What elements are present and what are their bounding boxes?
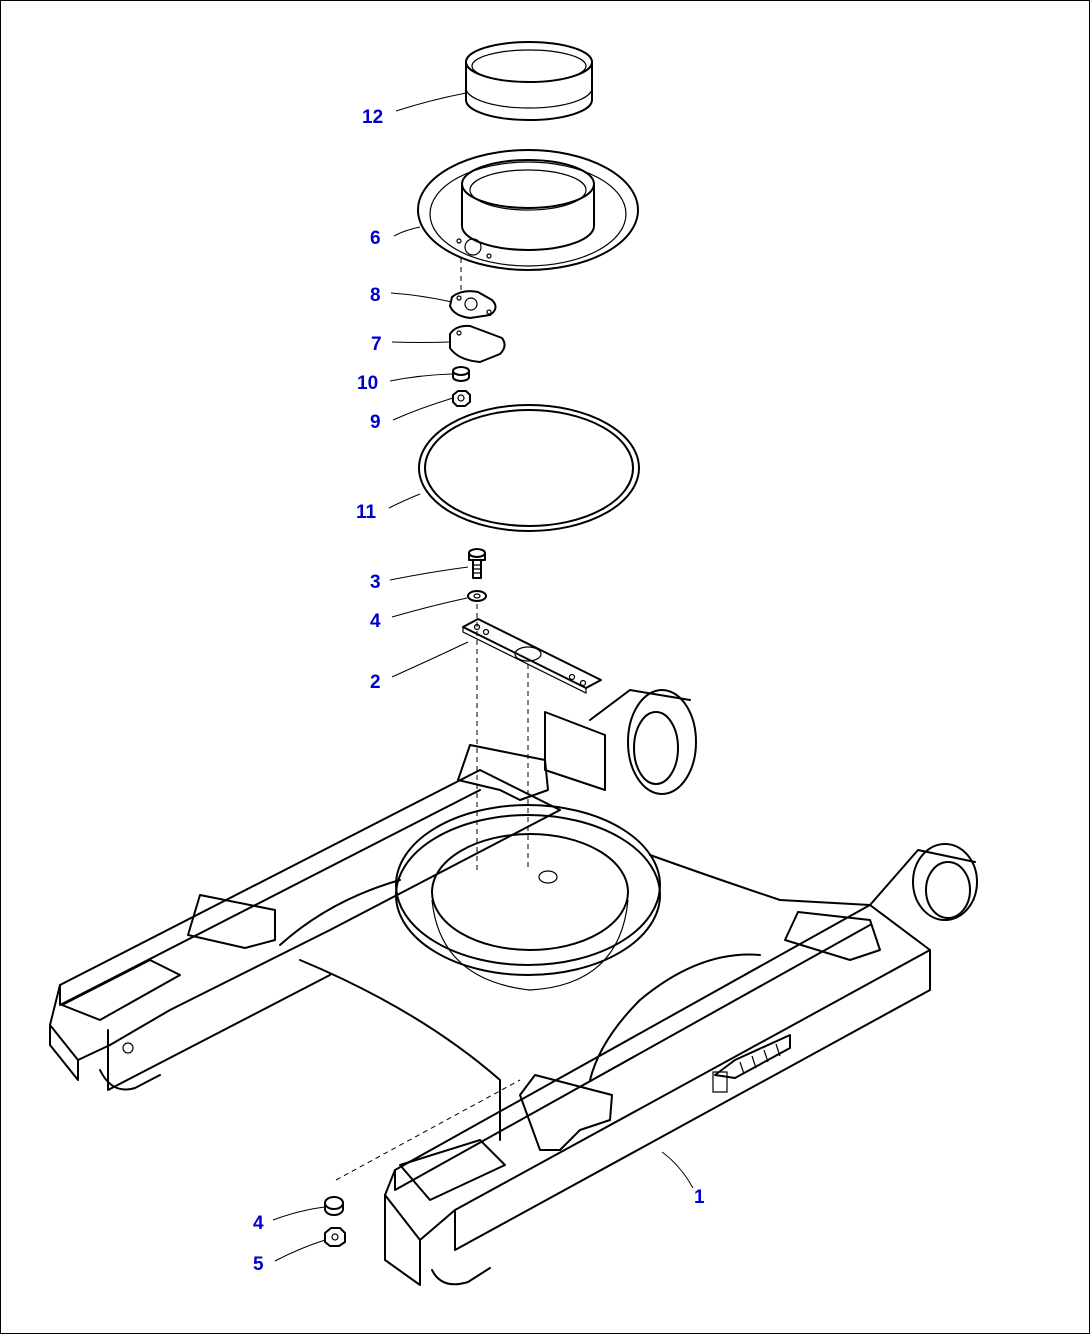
callout-12: 12 [362, 107, 383, 128]
callout-10: 10 [357, 373, 378, 394]
callout-2: 2 [370, 672, 381, 693]
callout-9: 9 [370, 412, 381, 433]
part-12-ring [465, 41, 593, 121]
assembly-axes [335, 258, 529, 1181]
part-2-plate [462, 618, 602, 694]
callout-11: 11 [356, 502, 377, 523]
part-11-oring [418, 404, 640, 532]
part-8-gasket [449, 290, 497, 319]
callout-3: 3 [370, 572, 381, 593]
part-4-washer-bottom [324, 1196, 344, 1216]
callout-8: 8 [370, 285, 381, 306]
part-6-cover [417, 149, 639, 271]
part-3-bolt [468, 548, 486, 579]
callout-4-bottom: 4 [253, 1213, 264, 1234]
part-7-plate [449, 324, 506, 363]
callout-7: 7 [371, 334, 382, 355]
callout-5: 5 [253, 1254, 264, 1275]
callout-labels: 12 6 8 7 10 9 11 3 4 2 1 4 5 [253, 107, 705, 1275]
callout-4-top: 4 [370, 611, 381, 632]
part-9-nut [452, 390, 471, 407]
part-5-nut [324, 1227, 346, 1247]
part-4-washer-top [467, 590, 487, 602]
callout-6: 6 [370, 228, 381, 249]
part-1-track-frame [49, 689, 978, 1286]
part-10-washer [452, 366, 470, 382]
callout-1: 1 [694, 1187, 705, 1208]
leader-lines [272, 92, 694, 1262]
